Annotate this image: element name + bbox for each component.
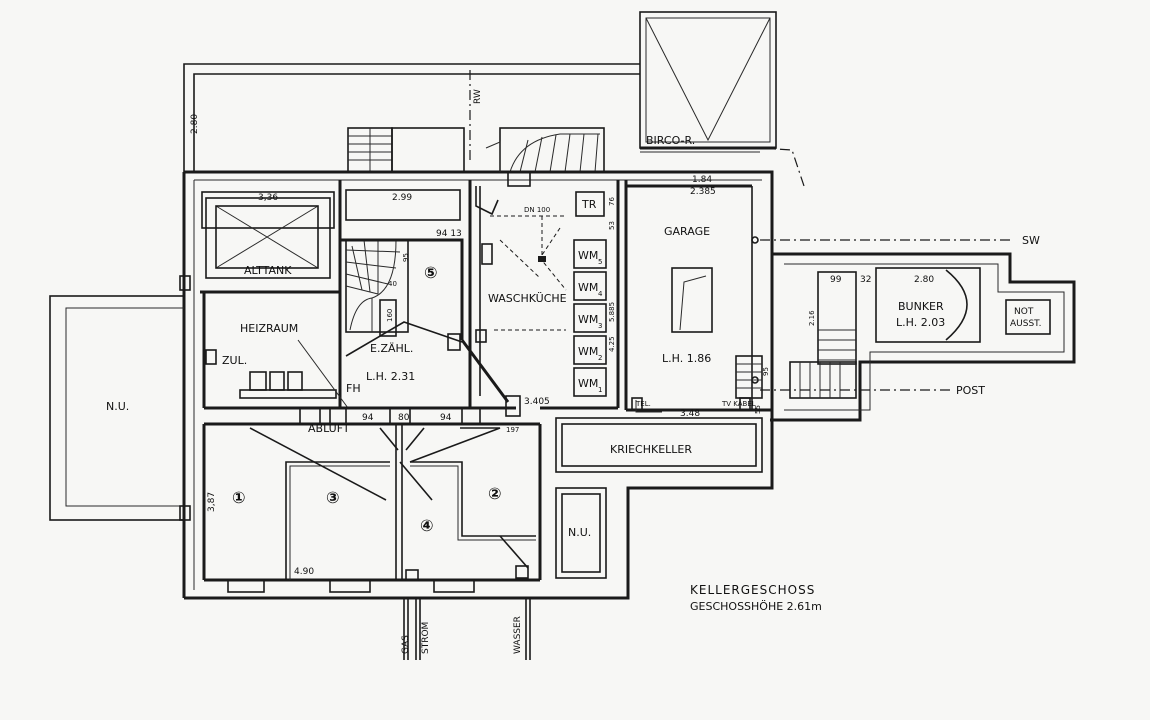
dim-95: 95 [402, 253, 410, 262]
room-number-2: ② [488, 484, 502, 503]
alttank-room [200, 191, 340, 294]
stair-core [340, 189, 516, 410]
dim-32: 32 [860, 275, 871, 285]
room-number-5: ⑤ [424, 263, 438, 282]
dim-40: 40 [388, 280, 397, 288]
label-zul: ZUL. [222, 354, 247, 367]
label-wm-5-num: 5 [598, 258, 602, 266]
wm-4-box [573, 271, 607, 301]
ramp-box [639, 11, 777, 153]
heizraum-room [202, 180, 349, 410]
label-notausst-2: AUSST. [1010, 319, 1041, 329]
dim-299: 2.99 [392, 193, 412, 203]
garage-room [624, 180, 772, 412]
dim-80: 80 [398, 413, 410, 423]
plan-subtitle: GESCHOSSHÖHE 2.61m [690, 600, 822, 613]
room-number-1: ① [232, 488, 246, 507]
label-lh-bunker: L.H. 2.03 [896, 316, 945, 329]
dim-53: 53 [608, 221, 616, 230]
label-post: POST [956, 384, 985, 397]
label-sw: SW [1022, 234, 1040, 247]
label-kriechkeller: KRIECHKELLER [610, 443, 692, 456]
label-fh: FH [346, 382, 361, 395]
dim-5885: 5.885 [608, 302, 616, 322]
plan-title: KELLERGESCHOSS [690, 583, 815, 597]
dim-94-a: 94 [362, 413, 374, 423]
dim-387: 3,87 [207, 492, 217, 512]
dim-76: 76 [608, 197, 616, 206]
wm-1-box [573, 367, 607, 397]
label-wm-4: WM [578, 281, 598, 294]
label-strom: STROM [421, 622, 431, 654]
dim-3405: 3.405 [524, 397, 550, 407]
label-lh-garage: L.H. 1.86 [662, 352, 711, 365]
label-dn100: DN 100 [524, 206, 550, 214]
label-wm-3-num: 3 [598, 322, 602, 330]
label-wm-3: WM [578, 313, 598, 326]
label-wm-2-num: 2 [598, 354, 602, 362]
wm-3-box [573, 303, 607, 333]
dim-348: 3.48 [680, 409, 700, 419]
label-birco: BIRCO-R. [646, 134, 695, 147]
dim-197: 197 [506, 426, 519, 434]
dim-94-13: 94 13 [436, 229, 462, 239]
label-alttank: ALTTANK [244, 264, 292, 277]
yard-wall [183, 63, 640, 172]
dim-95-garage: 95 [762, 367, 770, 376]
outside-stair-center [499, 127, 605, 173]
label-tvkabel: TV KABEL [721, 400, 756, 408]
label-nu-right: N.U. [568, 526, 591, 539]
outside-stair-left [347, 127, 465, 173]
room-number-4: ④ [420, 516, 434, 535]
dim-216: 2.16 [808, 310, 816, 326]
dim-94-b: 94 [440, 413, 452, 423]
label-ezahl: E.ZÄHL. [370, 342, 413, 355]
dim-280-bunker: 2.80 [914, 275, 934, 285]
service-lines [403, 70, 1010, 660]
label-tr: TR [581, 198, 597, 211]
bunker-extension [772, 252, 1076, 422]
dim-160: 160 [386, 309, 394, 322]
kriechkeller-area [555, 417, 763, 579]
label-nu-left: N.U. [106, 400, 129, 413]
label-wm-2: WM [578, 345, 598, 358]
label-rw: RW [473, 89, 483, 104]
dim-99: 99 [830, 275, 842, 285]
label-heizraum: HEIZRAUM [240, 322, 298, 335]
label-wm-1-num: 1 [598, 386, 602, 394]
label-wm-4-num: 4 [598, 290, 603, 298]
dim-425: 4.25 [608, 336, 616, 352]
wm-2-box [573, 335, 607, 365]
label-garage: GARAGE [664, 225, 710, 238]
room-number-3: ③ [326, 488, 340, 507]
dim-490: 4.90 [294, 567, 314, 577]
lower-rooms [202, 395, 542, 593]
waschkuche-room [468, 141, 620, 410]
labels: ALTTANK HEIZRAUM ZUL. FH ABLUFT E.ZÄHL. … [106, 89, 1041, 654]
label-abluft: ABLUFT [308, 422, 350, 435]
dim-184: 1.84 [692, 175, 712, 185]
label-waschkuche: WASCHKÜCHE [488, 292, 567, 305]
dim-2385: 2.385 [690, 187, 716, 197]
dim-55: 55 [754, 405, 762, 414]
label-notausst-1: NOT [1014, 307, 1034, 317]
annex-left [49, 275, 191, 521]
wm-5-box [573, 239, 607, 269]
label-lh-stair: L.H. 2.31 [366, 370, 415, 383]
label-gas: GAS [401, 635, 411, 654]
label-wasser: WASSER [513, 616, 523, 654]
dim-280-left: 2.80 [190, 114, 200, 134]
label-wm-1: WM [578, 377, 598, 390]
label-bunker: BUNKER [898, 300, 944, 313]
dim-336: 3,36 [258, 193, 278, 203]
label-tel: TEL. [635, 400, 651, 408]
label-wm-5: WM [578, 249, 598, 262]
